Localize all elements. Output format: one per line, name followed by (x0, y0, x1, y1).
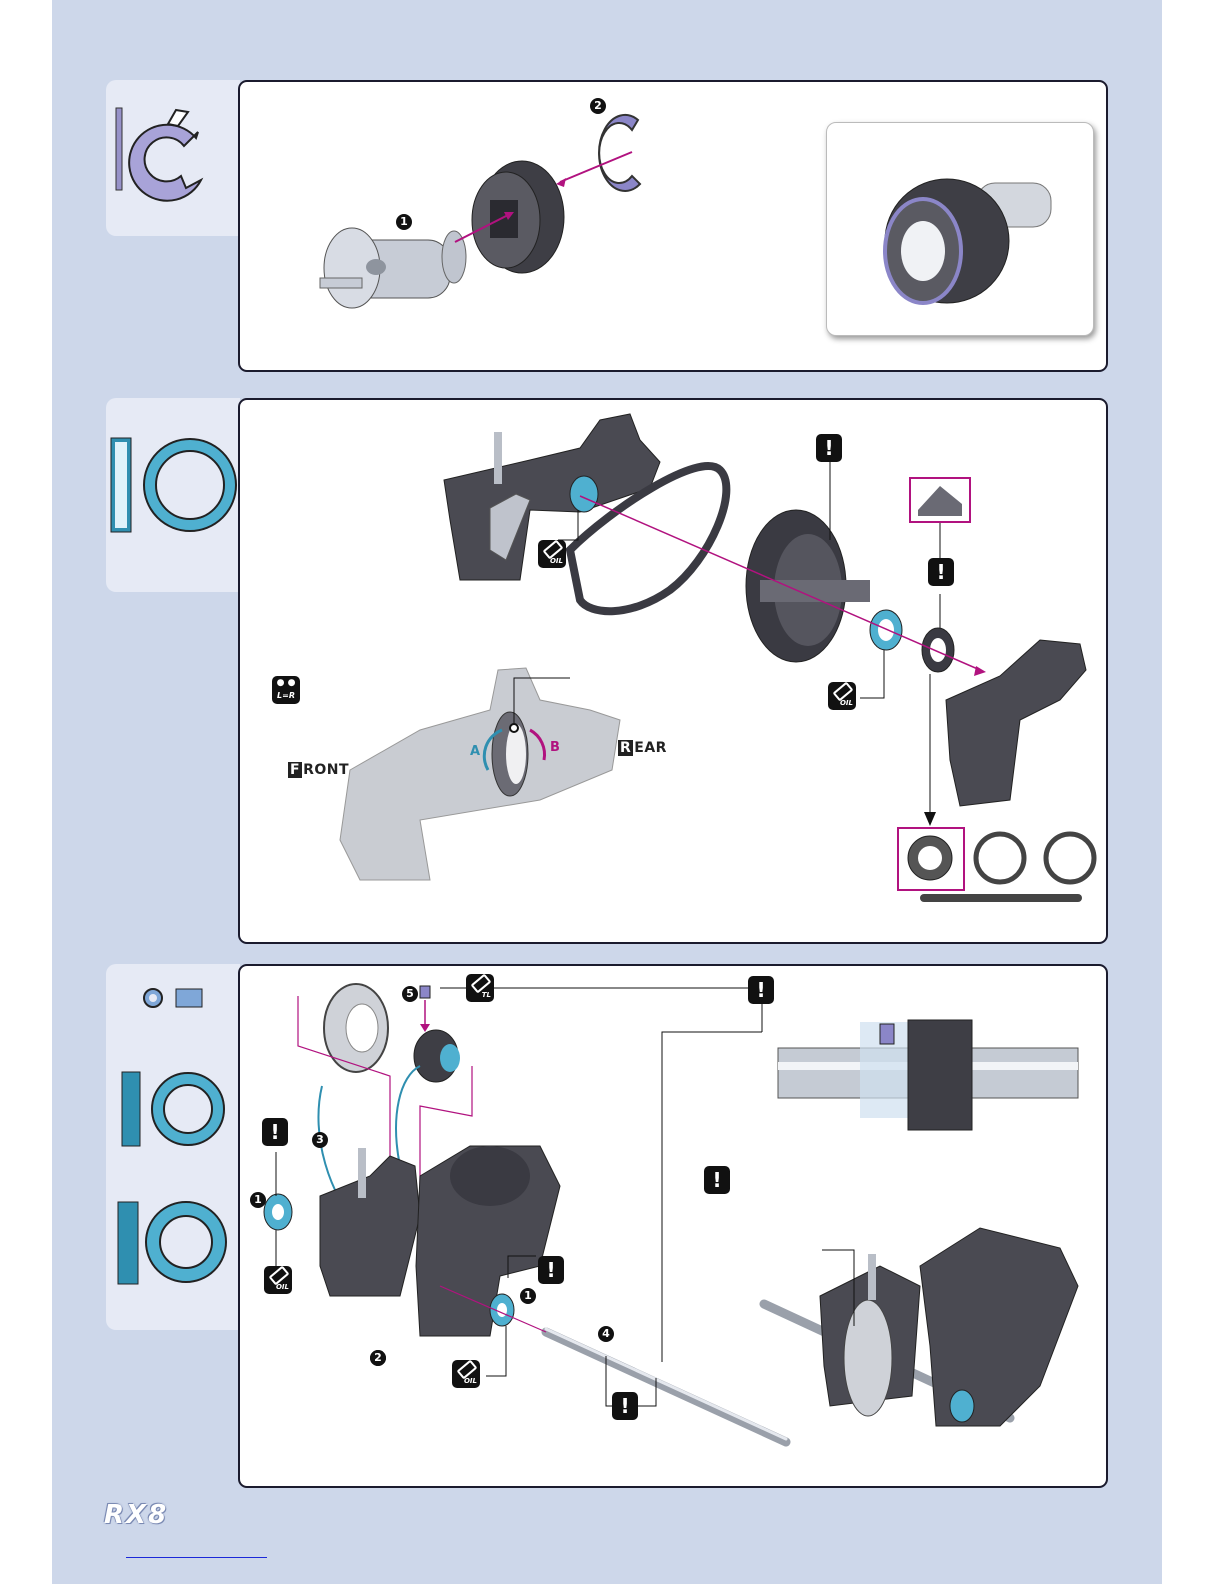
warning-icon: ! (748, 976, 774, 1004)
rotation-label-a: A (470, 744, 480, 759)
callout-number-2: 2 (370, 1350, 386, 1366)
callout-number-1: 1 (250, 1192, 266, 1208)
oil-icon: OIL (828, 682, 856, 710)
bearing-spacer-icons (106, 964, 240, 1330)
step-2-drawing (240, 400, 1108, 944)
rx8-logo: RX8 (104, 1500, 168, 1530)
oil-icon: OIL (538, 540, 566, 568)
rotation-label-b: B (550, 740, 560, 755)
e-clip-part (599, 115, 640, 191)
bearing-icon (106, 398, 240, 592)
parts-tab-e-clip (106, 80, 240, 236)
ring-tree (898, 828, 1094, 902)
step-1-panel: 1 2 (238, 80, 1108, 372)
shaft-detail (778, 1020, 1078, 1130)
warning-icon: ! (928, 558, 954, 586)
e-clip-icon (106, 80, 240, 236)
assembled-pulley-image (827, 123, 1093, 335)
callout-number-1: 1 (520, 1288, 536, 1304)
callout-number-1: 1 (396, 214, 412, 230)
assembled-inset (826, 122, 1094, 336)
oil-icon: OIL (452, 1360, 480, 1388)
footer-link-line[interactable] (126, 1557, 267, 1558)
pulley (472, 161, 564, 273)
parts-tab-bearing (106, 398, 240, 592)
bulkhead-assembly (320, 1146, 560, 1336)
warning-icon: ! (262, 1118, 288, 1146)
threadlock-icon: TL (466, 974, 494, 1002)
left-equals-right-icon: L=R (272, 676, 300, 704)
bulkhead-rotation-view (340, 668, 620, 880)
shaft (546, 1332, 786, 1442)
outdrive-cup (320, 228, 466, 308)
warning-icon: ! (612, 1392, 638, 1420)
callout-number-3: 3 (312, 1132, 328, 1148)
step-3-drawing (240, 966, 1108, 1488)
assembled-bulkhead-view (764, 1228, 1078, 1426)
warning-icon: ! (816, 434, 842, 462)
warning-icon: ! (538, 1256, 564, 1284)
oil-icon: OIL (264, 1266, 292, 1294)
spur-gear (746, 510, 870, 662)
warning-icon: ! (704, 1166, 730, 1194)
callout-number-4: 4 (598, 1326, 614, 1342)
callout-number-5: 5 (402, 986, 418, 1002)
step-3-panel: 5 2 3 1 1 4 2 TL OIL OIL ! ! ! ! ! (238, 964, 1108, 1488)
callout-number-2: 2 (590, 98, 606, 114)
parts-tab-bearings-spacer (106, 964, 240, 1330)
